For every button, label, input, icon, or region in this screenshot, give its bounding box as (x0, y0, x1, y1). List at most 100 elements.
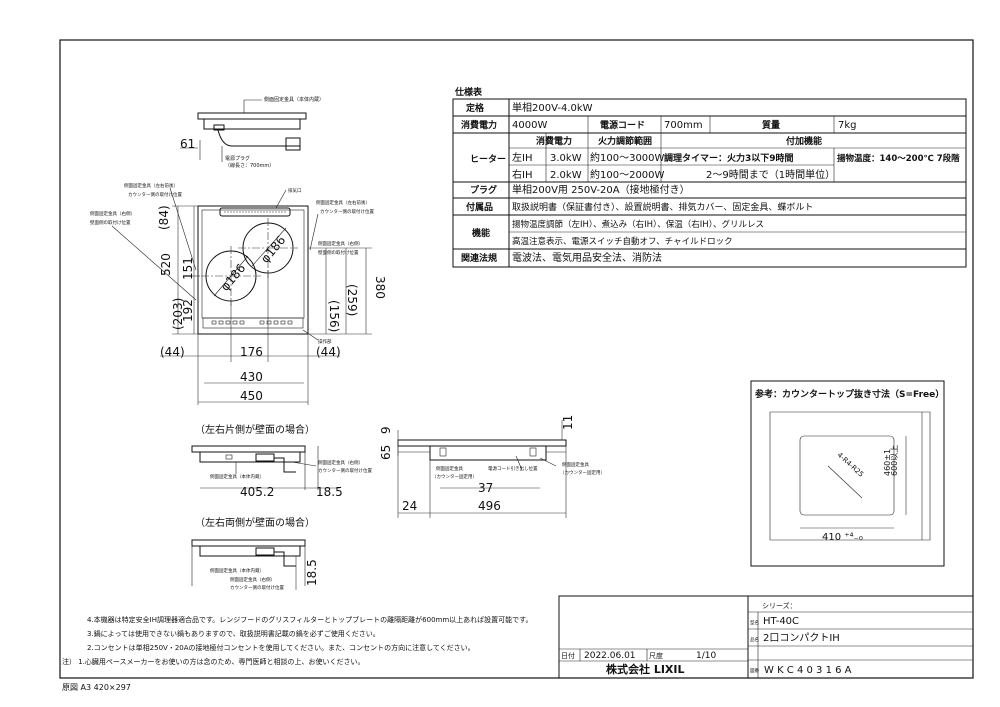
label-fix-inner: 側面固定金具（本体内蔵） (210, 473, 264, 480)
spec-right-range: 約100〜2000W (590, 168, 665, 181)
spec-mass-v: 7kg (838, 120, 857, 131)
spec-col-power: 消費電力 (536, 135, 572, 147)
original-size: 原図 A3 420×297 (62, 683, 131, 692)
label-side-fix: 側面固定金具（本体内蔵） (264, 96, 324, 103)
dim-520: 520 (159, 253, 173, 276)
label-exhaust: 排気口 (288, 187, 302, 194)
dim-44-right: (44) (316, 345, 341, 359)
label-power-plug: 電源プラグ (225, 155, 250, 162)
title-one-wall: （左右片側が壁面の場合） (195, 423, 315, 436)
spec-power-h: 消費電力 (461, 119, 497, 131)
label-cord-out: 電源コード引き出し位置 (488, 465, 538, 472)
series-label: シリーズ： (762, 601, 797, 610)
spec-right-kw: 2.0kW (550, 170, 582, 181)
cutout-h600: 600以上 (890, 445, 899, 476)
label-counter-pos-2: カウンター側の取付け位置 (230, 584, 284, 591)
label-counter-fix-2: （カウンター固定用） (560, 469, 605, 476)
label-counter-fix: （カウンター固定用） (432, 473, 477, 480)
dim-192: 192 (181, 299, 195, 322)
date-label: 日付 (561, 651, 575, 660)
spec-rating-h: 定格 (465, 102, 485, 114)
dim-84: (84) (157, 205, 171, 230)
dim-380: 380 (373, 276, 387, 299)
drawing-number: W K C 4 0 3 1 6 A (764, 665, 852, 676)
label-front-fix-left: 側面固定金具（左右前後） (124, 182, 178, 189)
spec-rating-v: 単相200V-4.0kW (512, 101, 593, 114)
spec-timer-1: 調理タイマー：火力3以下9時間 (664, 152, 794, 164)
label-wall-pos-right: 壁面側の取付け位置 (318, 249, 359, 256)
dim-176: 176 (240, 345, 263, 359)
label-panel: 操作部 (318, 338, 332, 345)
dim-405-2: 405.2 (240, 485, 274, 499)
spec-heater-h: ヒーター (470, 153, 506, 165)
dim-44-left: (44) (160, 345, 185, 359)
dim-450: 450 (240, 389, 263, 403)
dim-24: 24 (402, 499, 417, 513)
one-wall-view: （左右片側が壁面の場合） 側面固定金具（本体内蔵） 側面固定金具（右側） カウン… (191, 423, 372, 499)
spec-fry: 揚物温度：140〜200℃ 7段階 (837, 153, 960, 164)
dim-37: 37 (478, 481, 493, 495)
label-fix-inner-2: 側面固定金具（本体内蔵） (210, 567, 264, 574)
spec-title: 仕様表 (454, 86, 483, 98)
spec-left-range: 約100〜3000W (590, 151, 665, 164)
spec-col-feature: 付加機能 (786, 135, 822, 147)
note-3: 3.鍋によっては使用できない鍋もありますので、取扱説明書記載の鍋を必ずご使用くだ… (87, 629, 380, 638)
cutout-corner: 4-R4-R25 (835, 451, 865, 479)
both-wall-view: （左右両側が壁面の場合） 側面固定金具（本体内蔵） 側面固定金具（右側） カウン… (191, 516, 319, 591)
dim-18-5-a: 18.5 (316, 485, 343, 499)
spec-left-kw: 3.0kW (550, 153, 582, 164)
drawing-label: 図番 (750, 667, 759, 674)
scale-value: 1/10 (696, 651, 716, 661)
label-counter-pos-s: カウンター側の取付け位置 (318, 467, 372, 474)
spec-power-v: 4000W (512, 120, 547, 131)
title-block: シリーズ： 型名 HT-40C 品名 2口コンパクトIH 日付 2022.06.… (558, 595, 974, 679)
dim-496: 496 (478, 499, 501, 513)
model-label: 型名 (750, 619, 759, 626)
dim-11: 11 (561, 415, 575, 430)
dim-430: 430 (240, 370, 263, 384)
label-side-fix-left: 側面固定金具（右側） (90, 210, 135, 217)
notes: 4.本機器は特定安全IH調理器適合品です。レンジフードのグリスフィルターとトップ… (62, 615, 532, 692)
dim-65: 65 (379, 445, 393, 460)
side-view-top: 側面固定金具（本体内蔵） 61 電源プラグ （線長さ：700mm） (180, 96, 324, 169)
dim-18-5-b: 18.5 (305, 559, 319, 586)
spec-acc-v: 取扱説明書（保証書付き）、設置説明書、排気カバー、固定金具、蝶ボルト (512, 201, 813, 213)
date-value: 2022.06.01 (584, 651, 636, 661)
dim-203: (203) (171, 298, 185, 330)
control-buttons (211, 320, 293, 325)
plan-view: φ186 φ186 操作部 側面固定金具（左右前後） カウンター側の取付け位置 … (90, 182, 387, 405)
label-counter-pos-left: カウンター側の取付け位置 (128, 191, 182, 198)
label-counter-pos-right: カウンター側の取付け位置 (320, 208, 374, 215)
model-value: HT-40C (763, 616, 799, 627)
spec-cord-h: 電源コード (600, 119, 645, 131)
spec-func-h: 機能 (472, 227, 490, 239)
spec-col-range: 火力調節範囲 (598, 135, 652, 147)
dim-burner-left: φ186 (218, 261, 249, 294)
spec-right-label: 右IH (512, 168, 532, 181)
title-both-wall: （左右両側が壁面の場合） (195, 516, 315, 529)
spec-acc-h: 付属品 (466, 201, 493, 213)
spec-func-v1: 揚物温度調節（左IH）、煮込み（右IH）、保温（右IH）、グリルレス (512, 219, 764, 230)
dim-156: (156) (327, 300, 341, 332)
label-front-fix-right: 側面固定金具（左右前後） (316, 199, 370, 206)
dim-151: 151 (181, 257, 195, 280)
spec-func-v2: 高温注意表示、電源スイッチ自動オフ、チャイルドロック (512, 236, 733, 247)
spec-table: 仕様表 定格 単相200V-4.0kW 消費電力 4000W 電源コード 700… (452, 86, 967, 268)
cutout-reference: 参考：カウンタートップ抜き寸法（S=Free） 4-R4-R25 460±1 6… (750, 380, 945, 567)
dim-9: 9 (379, 426, 393, 434)
dim-61: 61 (180, 137, 195, 151)
label-wall-pos-left: 壁面側の取付け位置 (90, 219, 131, 226)
spec-laws-v: 電波法、電気用品安全法、消防法 (512, 251, 662, 264)
cutout-w410: 410 ⁺⁴₋₀ (822, 532, 863, 543)
note-2: 2.コンセントは単相250V・20Aの接地極付コンセントを使用してください。また… (87, 643, 475, 652)
cutout-title: 参考：カウンタートップ抜き寸法（S=Free） (755, 388, 944, 400)
dim-259: (259) (345, 284, 359, 316)
name-label: 品名 (750, 636, 759, 643)
name-value: 2口コンパクトIH (763, 632, 840, 644)
label-cord-length: （線長さ：700mm） (225, 162, 274, 169)
cutout-h460: 460±1 (883, 449, 892, 476)
sheet-frame (59, 39, 974, 679)
scale-label: 尺度 (649, 651, 663, 660)
spec-plug-v: 単相200V用 250V-20A（接地極付き） (512, 183, 690, 196)
